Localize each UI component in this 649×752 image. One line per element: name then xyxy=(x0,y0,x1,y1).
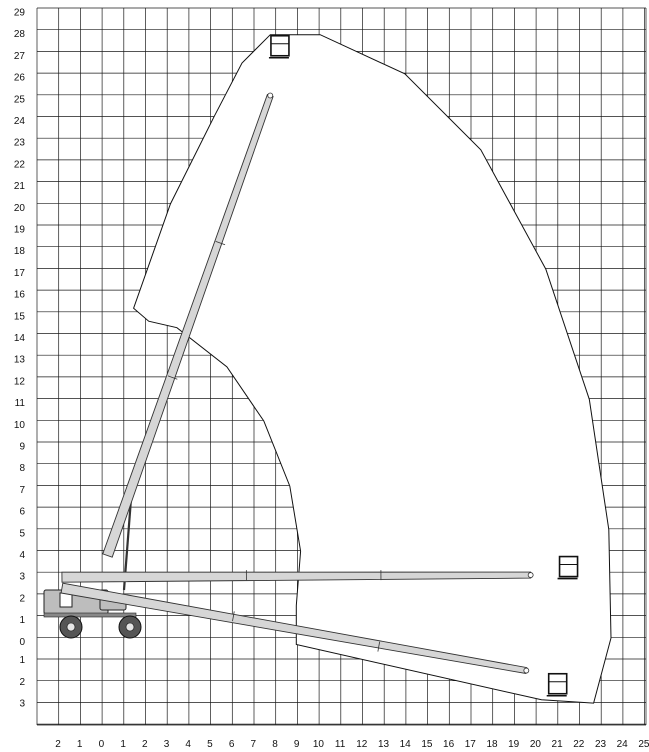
y-tick-label: 24 xyxy=(14,116,26,127)
boom-tip xyxy=(527,572,534,578)
basket xyxy=(268,34,290,59)
x-tick-label: 10 xyxy=(313,739,325,750)
y-tick-label: 7 xyxy=(19,485,25,496)
y-tick-label: 1 xyxy=(19,655,25,666)
y-tick-label: 14 xyxy=(14,333,26,344)
y-tick-label: 11 xyxy=(15,398,26,409)
x-tick-label: 22 xyxy=(573,739,585,750)
x-tick-label: 8 xyxy=(272,739,278,750)
y-tick-label: 27 xyxy=(14,51,26,62)
x-tick-label: 1 xyxy=(77,739,83,750)
x-tick-label: 24 xyxy=(617,739,629,750)
y-tick-label: 8 xyxy=(19,463,25,474)
x-tick-label: 7 xyxy=(251,739,257,750)
x-tick-label: 9 xyxy=(294,739,300,750)
y-tick-label: 20 xyxy=(14,203,26,214)
vehicle-frame xyxy=(43,612,137,618)
x-tick-label: 17 xyxy=(465,739,477,750)
x-tick-label: 11 xyxy=(335,739,346,750)
basket xyxy=(557,555,579,580)
boom-layer xyxy=(60,92,534,675)
boom-joint xyxy=(167,375,178,380)
boom-section xyxy=(60,582,528,675)
y-tick-label: 9 xyxy=(19,442,25,453)
x-tick-label: 25 xyxy=(638,739,649,750)
wheel-hub xyxy=(66,622,76,632)
y-tick-label: 26 xyxy=(14,73,26,84)
y-tick-label: 23 xyxy=(14,138,26,149)
y-tick-label: 10 xyxy=(14,420,26,431)
x-tick-label: 16 xyxy=(443,739,455,750)
y-tick-label: 1 xyxy=(19,615,25,626)
x-tick-label: 1 xyxy=(120,739,126,750)
y-tick-label: 21 xyxy=(14,181,26,192)
y-tick-label: 2 xyxy=(19,677,25,688)
x-tick-label: 20 xyxy=(530,739,542,750)
y-tick-label: 3 xyxy=(19,699,25,710)
boom-tip xyxy=(523,667,530,674)
x-tick-label: 23 xyxy=(595,739,607,750)
x-tick-label: 21 xyxy=(552,739,564,750)
basket-cage xyxy=(558,555,579,578)
y-tick-label: 5 xyxy=(19,528,25,539)
y-tick-label: 29 xyxy=(14,8,26,19)
x-tick-label: 0 xyxy=(99,739,105,750)
y-tick-label: 22 xyxy=(14,159,26,170)
basket-cage xyxy=(547,672,568,695)
y-tick-label: 12 xyxy=(14,376,26,387)
x-tick-label: 13 xyxy=(378,739,390,750)
basket-cage xyxy=(270,34,290,57)
cab-window xyxy=(59,592,73,608)
y-tick-label: 13 xyxy=(14,355,26,366)
y-tick-label: 6 xyxy=(19,507,25,518)
boom-joint xyxy=(232,611,235,622)
y-tick-label: 16 xyxy=(14,290,26,301)
x-tick-label: 15 xyxy=(421,739,433,750)
y-tick-label: 2 xyxy=(19,593,25,604)
x-tick-label: 2 xyxy=(55,739,61,750)
y-tick-label: 4 xyxy=(19,550,25,561)
x-tick-label: 4 xyxy=(185,739,191,750)
basket-layer xyxy=(268,34,579,697)
basket xyxy=(546,672,568,697)
y-tick-label: 17 xyxy=(14,268,26,279)
y-tick-label: 18 xyxy=(14,246,26,257)
y-tick-label: 3 xyxy=(19,572,25,583)
y-tick-label: 19 xyxy=(14,225,26,236)
x-tick-label: 12 xyxy=(356,739,368,750)
x-tick-label: 6 xyxy=(229,739,235,750)
boom-joint xyxy=(377,641,381,652)
x-tick-label: 5 xyxy=(207,739,213,750)
y-tick-label: 0 xyxy=(19,637,25,648)
boom-joint xyxy=(215,241,226,246)
x-tick-label: 2 xyxy=(142,739,148,750)
boom-section xyxy=(102,93,274,558)
y-tick-label: 25 xyxy=(14,94,26,105)
y-tick-labels: 2928272625242322212019181716151413121110… xyxy=(14,8,26,710)
boom-tip xyxy=(267,92,274,99)
y-tick-label: 15 xyxy=(14,311,26,322)
x-tick-label: 14 xyxy=(400,739,412,750)
y-tick-label: 28 xyxy=(14,29,26,40)
x-tick-label: 18 xyxy=(486,739,498,750)
boom-section xyxy=(61,571,532,583)
wheel-hub xyxy=(125,622,135,632)
x-tick-label: 19 xyxy=(508,739,520,750)
x-tick-label: 3 xyxy=(164,739,170,750)
